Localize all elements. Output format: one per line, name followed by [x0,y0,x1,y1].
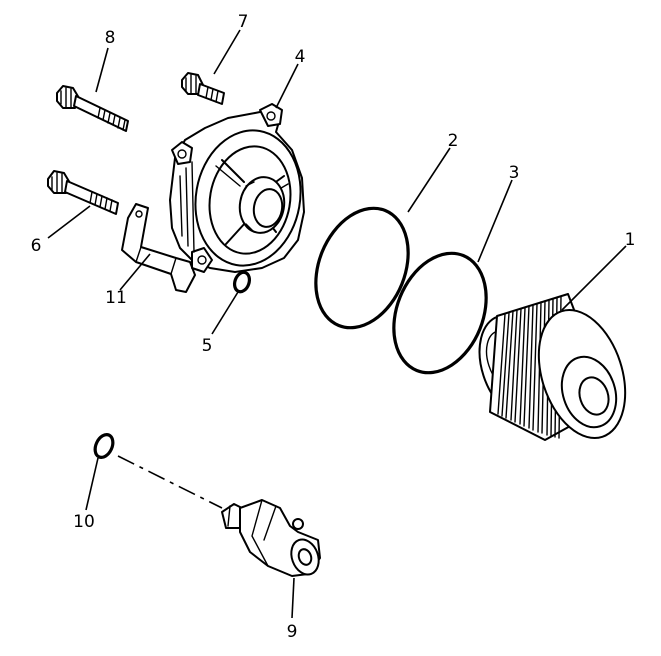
callout-label-8: 8 [105,28,116,48]
callout-leaders [47,29,627,619]
callout-label-3: 3 [509,163,520,183]
large-o-ring-part-3 [392,251,488,375]
callout-label-1: 1 [625,230,636,250]
callout-label-10: 10 [73,512,95,532]
filter-cover-part-4 [169,103,305,273]
bolt-part-8 [56,85,129,132]
callout-label-4: 4 [295,47,306,67]
callout-label-2: 2 [448,131,459,151]
oil-filter-element-part-1 [478,293,627,441]
callout-label-5: 5 [202,336,213,356]
bolt-part-7 [181,72,225,105]
assembly-center-line [117,455,223,509]
callout-label-6: 6 [31,236,42,256]
small-o-ring-part-5 [232,270,252,294]
small-o-ring-part-10 [93,433,115,459]
large-o-ring-part-2 [314,206,410,330]
bracket-part-11 [121,203,196,293]
callout-label-11: 11 [105,288,127,308]
bolt-part-6 [47,170,119,215]
callout-label-7: 7 [238,12,249,32]
callout-label-9: 9 [287,622,298,642]
relief-valve-part-9 [221,499,321,577]
